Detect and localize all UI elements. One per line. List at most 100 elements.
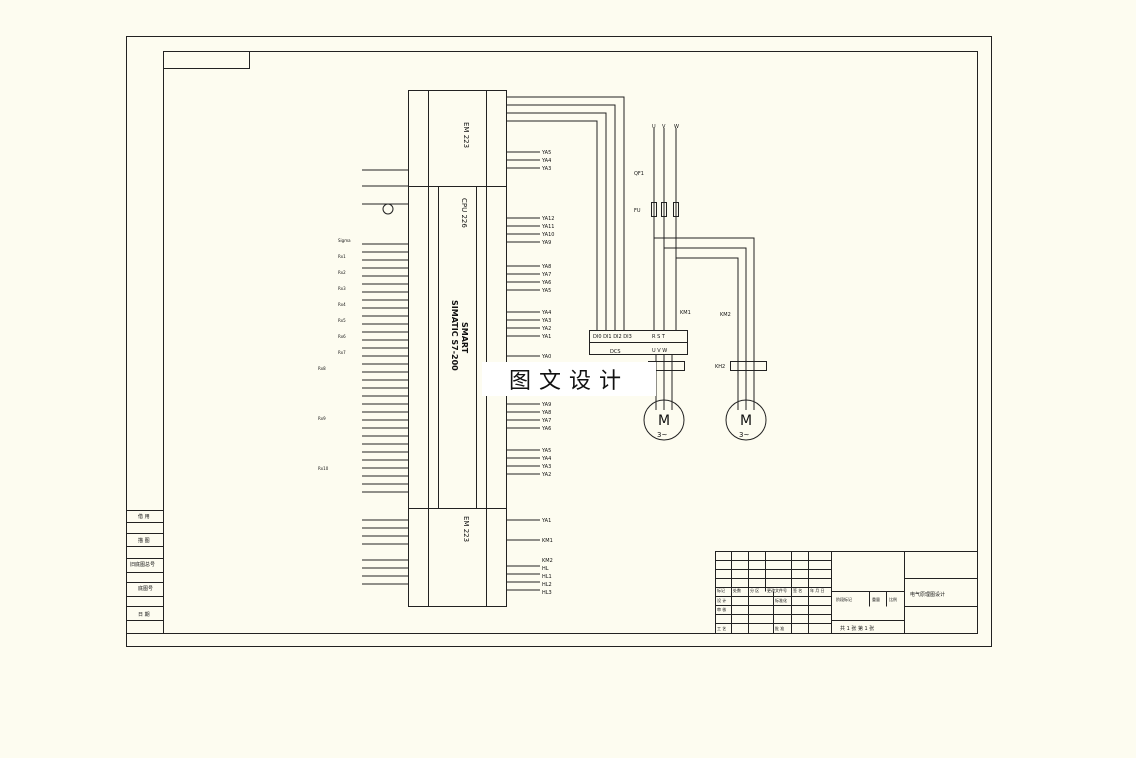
phase-label-1: U <box>652 124 656 130</box>
input-label: Rx3 <box>338 286 346 291</box>
valve-label: HL2 <box>542 582 552 588</box>
motor-2 <box>725 399 767 441</box>
power-lines <box>648 128 767 410</box>
valve-label: KM2 <box>542 558 553 564</box>
valve-label: YA3 <box>541 464 551 470</box>
title-block-cell: 比例 <box>889 596 897 602</box>
title-block <box>715 551 978 634</box>
motor-1 <box>643 399 685 441</box>
valve-label: YA4 <box>541 158 551 164</box>
input-label: Rx1 <box>338 254 346 259</box>
contactor2-label: KM2 <box>720 312 731 318</box>
motor-1-symbol: M <box>658 413 670 429</box>
cpu-sub: SMART <box>460 322 469 354</box>
valve-label: HL <box>542 566 549 572</box>
cpu-brand: SIMATIC S7-200 <box>450 300 459 371</box>
title-block-cell: 阶段标记 <box>836 596 852 602</box>
phase-label-2: V <box>662 124 666 130</box>
motor-2-symbol: M <box>740 413 752 429</box>
output-rows <box>506 151 540 591</box>
inner-frame <box>163 51 978 634</box>
valve-label: YA9 <box>541 402 551 408</box>
valve-label: YA7 <box>541 272 551 278</box>
relay2-label: KH2 <box>715 364 725 370</box>
ext-top-label: EM 223 <box>462 122 470 148</box>
inverter-inputs: DI0 DI1 DI2 DI3 <box>593 334 632 340</box>
valve-label: YA10 <box>541 232 554 238</box>
valve-label: YA2 <box>541 326 551 332</box>
title-block-cell: 标准化 <box>775 597 787 603</box>
input-label: Rx6 <box>338 334 346 339</box>
valve-label: YA5 <box>541 150 551 156</box>
title-block-cell: 处数 <box>733 587 741 593</box>
valve-label: KM1 <box>542 538 553 544</box>
input-label: Rx10 <box>318 466 329 471</box>
ext-module-bottom <box>408 508 507 607</box>
valve-label: YA11 <box>541 224 554 230</box>
title-block-cell: 审 核 <box>717 606 726 612</box>
input-label: Sigma <box>338 238 351 243</box>
valve-label: YA2 <box>541 472 551 478</box>
valve-label: YA1 <box>541 334 551 340</box>
valve-label: YA7 <box>541 418 551 424</box>
valve-label: YA5 <box>541 448 551 454</box>
phase-label-3: W <box>674 124 679 130</box>
input-label: Rx7 <box>338 350 346 355</box>
valve-label: YA8 <box>541 410 551 416</box>
fuse-label: FU <box>634 208 641 214</box>
outer-frame <box>126 36 992 647</box>
valve-label: YA6 <box>541 280 551 286</box>
thermal-relay <box>730 361 767 371</box>
plc-rack <box>408 90 507 607</box>
valve-label: HL3 <box>542 590 552 596</box>
valve-label: YA6 <box>541 426 551 432</box>
valve-label: YA3 <box>541 318 551 324</box>
sidebar-label: 日 期 <box>138 612 150 618</box>
title-block-cell: 批 准 <box>775 625 784 631</box>
title-block-cell: 年 月 日 <box>810 587 825 593</box>
valve-label: HL1 <box>542 574 552 580</box>
motor-2-phase: 3~ <box>739 431 749 439</box>
valve-label: YA12 <box>541 216 554 222</box>
drawing-title: 电气原理图设计 <box>910 591 945 598</box>
ext-module-top <box>408 90 507 187</box>
cpu-label: CPU 226 <box>460 198 468 228</box>
inverter-terminals-in: R S T <box>652 334 666 340</box>
title-block-cell: 分 区 <box>750 587 759 593</box>
valve-label: YA8 <box>541 264 551 270</box>
input-switches <box>362 169 408 585</box>
valve-label: YA3 <box>541 166 551 172</box>
valve-label: YA1 <box>541 518 551 524</box>
left-sidebar <box>126 510 164 634</box>
valve-label: YA4 <box>541 310 551 316</box>
sidebar-label: 旧底图总号 <box>130 561 155 568</box>
title-block-cell: 设 计 <box>717 597 726 603</box>
valve-label: YA5 <box>541 288 551 294</box>
title-block-cell: 工 艺 <box>717 626 726 631</box>
input-label: Rx4 <box>338 302 346 307</box>
inverter-label: DCS <box>610 349 621 355</box>
motor-1-phase: 3~ <box>657 431 667 439</box>
title-block-cell: 重量 <box>872 596 880 602</box>
title-block-cell: 更改文件号 <box>767 587 787 593</box>
watermark: 图文设计 <box>482 362 656 396</box>
title-block-cell: 标记 <box>717 587 725 593</box>
contactor1-label: KM1 <box>680 310 691 316</box>
sheet-count: 共 1 张 第 1 张 <box>840 625 874 632</box>
sidebar-label: 借 用 <box>138 513 150 520</box>
drawing-number-box <box>163 51 250 69</box>
valve-label: YA4 <box>541 456 551 462</box>
input-label: Rx8 <box>318 366 326 371</box>
valve-label: YA9 <box>541 240 551 246</box>
title-block-cell: 签 名 <box>793 587 802 593</box>
input-label: Rx9 <box>318 416 326 421</box>
input-label: Rx5 <box>338 318 346 323</box>
signal-wires <box>506 96 625 330</box>
sidebar-label: 底图号 <box>138 585 153 592</box>
sidebar-label: 描 图 <box>138 537 150 544</box>
input-label: Rx2 <box>338 270 346 275</box>
valve-label: YA0 <box>541 354 551 360</box>
breaker-label: QF1 <box>634 171 644 177</box>
ext-bottom-label: EM 223 <box>462 516 470 542</box>
